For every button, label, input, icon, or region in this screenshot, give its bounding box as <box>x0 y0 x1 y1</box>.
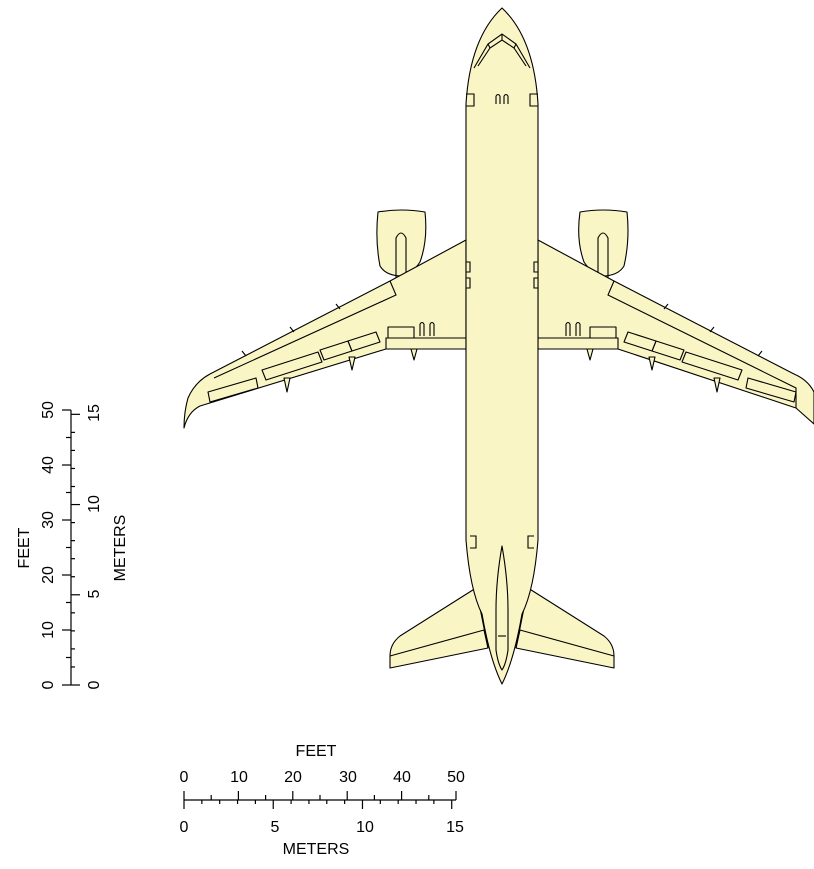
nose-gear-door-right <box>503 93 509 104</box>
horizontal-meters-label: METERS <box>283 841 350 858</box>
vertical-scale-ticks <box>62 409 80 686</box>
vertical-meter-tick-0: 0 <box>86 680 103 689</box>
left-gear-door-1 <box>419 321 425 336</box>
horizontal-meter-tick-0: 0 <box>180 819 189 836</box>
right-wing-panel-line <box>607 280 797 408</box>
left-aft-door <box>470 535 477 549</box>
right-engine-nacelle <box>578 209 629 277</box>
left-fairing-3 <box>410 348 418 361</box>
right-gear-door-2 <box>575 321 581 336</box>
vertical-feet-label: FEET <box>16 527 33 568</box>
left-wing-flap-line <box>385 337 466 349</box>
vertical-meter-tick-10: 10 <box>86 495 103 513</box>
right-flap-1 <box>745 377 797 403</box>
vertical-feet-tick-10: 10 <box>40 621 57 639</box>
right-gear-door-1 <box>565 321 571 336</box>
left-inboard-flap <box>387 326 415 339</box>
left-forward-door <box>466 93 475 107</box>
vertical-feet-tick-50: 50 <box>40 401 57 419</box>
right-wing-rib-3 <box>757 350 763 357</box>
horizontal-feet-tick-20: 20 <box>284 769 302 786</box>
horizontal-feet-tick-10: 10 <box>230 769 248 786</box>
horizontal-feet-tick-30: 30 <box>339 769 357 786</box>
horizontal-feet-label: FEET <box>296 743 337 760</box>
horizontal-meter-tick-10: 10 <box>356 819 374 836</box>
right-wing-flap-line <box>538 337 619 349</box>
horizontal-meter-tick-5: 5 <box>271 819 280 836</box>
right-wing-rib-1 <box>709 326 715 333</box>
right-wing <box>537 239 814 425</box>
right-horizontal-stabilizer <box>515 587 615 669</box>
right-wing-rib-2 <box>663 303 669 310</box>
vertical-scale: 0 10 20 30 40 50 0 5 10 15 FEET METERS <box>16 401 129 689</box>
horizontal-feet-tick-0: 0 <box>180 769 189 786</box>
left-engine-pylon <box>395 232 407 278</box>
left-fairing-2 <box>348 356 356 371</box>
right-fairing-1 <box>713 377 721 393</box>
vertical-fin <box>495 545 509 671</box>
horizontal-feet-tick-50: 50 <box>447 769 465 786</box>
aircraft-top-view <box>183 7 814 685</box>
left-wing-rib-1 <box>289 326 295 333</box>
vertical-meter-tick-15: 15 <box>86 404 103 422</box>
vertical-feet-tick-40: 40 <box>40 456 57 474</box>
left-fairing-1 <box>283 377 291 393</box>
left-horizontal-stabilizer <box>389 587 489 669</box>
right-aft-door <box>527 535 534 549</box>
left-overwing-exit-1 <box>466 261 471 273</box>
right-overwing-exit-2 <box>533 277 538 289</box>
left-gear-door-2 <box>429 321 435 336</box>
left-wing-rib-3 <box>241 350 247 357</box>
right-engine-pylon <box>597 232 609 278</box>
nose-gear-door-left <box>495 93 501 104</box>
right-fairing-3 <box>586 348 594 361</box>
horizontal-feet-tick-40: 40 <box>393 769 411 786</box>
vertical-feet-tick-20: 20 <box>40 566 57 584</box>
left-flap-1 <box>207 377 259 403</box>
vertical-meter-tick-5: 5 <box>86 589 103 598</box>
right-overwing-exit-1 <box>533 261 538 273</box>
right-flap-4 <box>623 331 657 352</box>
right-fairing-2 <box>648 356 656 371</box>
right-elevator-line <box>515 629 615 657</box>
right-flap-2 <box>681 351 743 381</box>
right-forward-door <box>529 93 538 107</box>
horizontal-scale: FEET 0 10 20 30 40 50 0 5 10 15 METERS <box>180 743 465 858</box>
left-overwing-exit-2 <box>466 277 471 289</box>
horizontal-scale-ticks <box>183 791 457 809</box>
left-flap-2 <box>261 351 323 381</box>
vertical-feet-tick-30: 30 <box>40 511 57 529</box>
vertical-meters-label: METERS <box>112 515 129 582</box>
left-wing-rib-2 <box>335 303 341 310</box>
left-wing-panel-line <box>213 280 397 379</box>
horizontal-meter-tick-15: 15 <box>446 819 464 836</box>
left-elevator-line <box>389 629 489 657</box>
left-flap-4 <box>347 331 381 352</box>
cockpit-window-dividers <box>487 34 517 49</box>
fuselage <box>465 7 539 685</box>
right-inboard-flap <box>589 326 617 339</box>
vertical-feet-tick-0: 0 <box>40 680 57 689</box>
